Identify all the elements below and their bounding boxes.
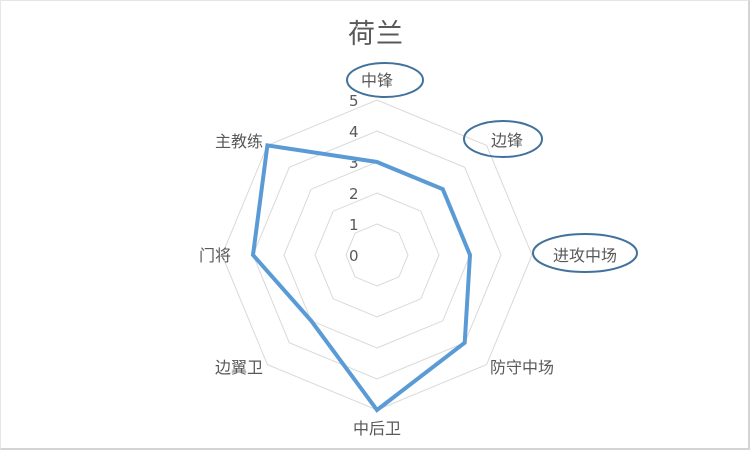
category-label: 中锋 xyxy=(361,71,393,90)
r-tick-label: 4 xyxy=(349,123,359,141)
category-label: 边翼卫 xyxy=(215,358,263,377)
radar-series xyxy=(250,143,473,413)
category-label: 主教练 xyxy=(215,132,263,151)
category-label: 防守中场 xyxy=(490,358,554,377)
r-tick-label: 2 xyxy=(349,185,359,203)
chart-title: 荷兰 xyxy=(348,19,404,50)
category-label: 中后卫 xyxy=(353,419,401,438)
category-label: 边锋 xyxy=(491,131,523,150)
highlight-ellipse xyxy=(346,62,424,98)
grid-ring xyxy=(314,192,440,318)
grid-ring xyxy=(345,223,409,287)
series-line xyxy=(250,143,473,413)
r-tick-label: 0 xyxy=(349,247,359,265)
category-label: 进攻中场 xyxy=(553,246,617,265)
r-tick-label: 3 xyxy=(349,154,359,172)
r-tick-label: 1 xyxy=(349,216,359,234)
radar-tick-labels: 0 1 2 3 4 5 xyxy=(349,92,359,265)
highlight-ellipse xyxy=(532,233,638,273)
r-tick-label: 5 xyxy=(349,92,359,110)
radar-annotations xyxy=(346,62,638,273)
grid-ring xyxy=(252,130,502,380)
highlight-ellipse xyxy=(463,120,543,158)
category-label: 门将 xyxy=(199,246,231,265)
